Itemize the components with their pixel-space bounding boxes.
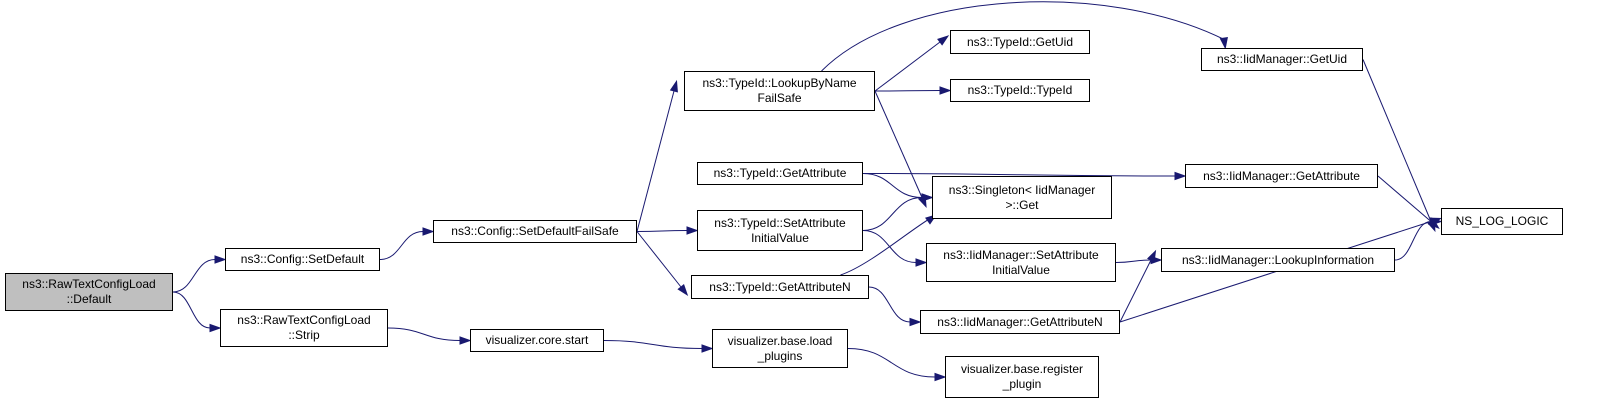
arrowhead-typeid_lookupbyname-to-typeid_typeid (939, 86, 952, 95)
node-typeid-setattributeinitialvalue[interactable]: ns3::TypeId::SetAttribute InitialValue (697, 210, 863, 251)
edge-typeid_lookupbyname-to-singleton_get (874, 90, 923, 198)
node-label-line: _plugins (757, 348, 803, 363)
node-label-line: ns3::TypeId::GetUid (966, 34, 1074, 49)
arrowhead-viz_base_load-to-viz_base_register (934, 372, 947, 382)
node-iidmanager-lookupinformation[interactable]: ns3::IidManager::LookupInformation (1161, 248, 1395, 272)
node-iidmanager-getuid[interactable]: ns3::IidManager::GetUid (1201, 48, 1363, 71)
node-label-line: ns3::RawTextConfigLoad (22, 277, 156, 291)
edge-config_setdefaultfailsafe-to-typeid_lookupbyname (636, 90, 675, 232)
node-label-line: ns3::TypeId::LookupByName (702, 76, 857, 90)
edge-typeid_getattribute-to-singleton_get (862, 173, 923, 198)
edge-iid_getattributen-to-iid_lookupinformation (1119, 259, 1152, 323)
node-label-line: ns3::IidManager::GetAttributeN (937, 314, 1103, 329)
edge-viz_base_load-to-viz_base_register (847, 348, 936, 378)
edge-config_setdefaultfailsafe-to-typeid_getattributen (636, 231, 682, 288)
arrowhead-root-to-rawtext_strip (209, 323, 222, 333)
node-label-line: ns3::Singleton< IidManager (948, 182, 1096, 197)
node-label-line: ::Default (66, 292, 112, 306)
node-label-line: visualizer.core.start (485, 333, 589, 347)
edge-viz_core_start-to-viz_base_load (603, 340, 703, 349)
node-label-line: visualizer.base.load (727, 333, 833, 348)
node-visualizer-base-loadplugins[interactable]: visualizer.base.load _plugins (712, 329, 848, 368)
edge-iid_setattribute-to-iid_lookupinformation (1115, 259, 1152, 263)
node-iidmanager-getattributen[interactable]: ns3::IidManager::GetAttributeN (920, 310, 1120, 334)
node-visualizer-base-registerplugin[interactable]: visualizer.base.register _plugin (945, 356, 1099, 398)
node-label-line: ns3::IidManager::GetAttribute (1203, 168, 1360, 183)
node-label-line: ns3::TypeId::TypeId (967, 83, 1073, 97)
node-label-line: ns3::Config::SetDefault (240, 252, 365, 266)
node-typeid-getuid[interactable]: ns3::TypeId::GetUid (950, 30, 1090, 54)
edge-typeid_lookupbyname-to-typeid_getuid (874, 41, 941, 92)
edge-typeid_getattribute-to-iid_getattribute (862, 173, 1176, 177)
node-label-line: ns3::RawTextConfigLoad (237, 313, 371, 327)
node-config-setdefaultfailsafe[interactable]: ns3::Config::SetDefaultFailSafe (433, 220, 637, 243)
arrowhead-root-to-config_setdefault (214, 255, 227, 264)
node-label-line: FailSafe (757, 91, 802, 105)
edge-typeid_lookupbyname-to-typeid_typeid (874, 90, 941, 92)
arrowhead-typeid_getattributen-to-iid_getattributen (909, 317, 922, 327)
node-typeid-getattribute[interactable]: ns3::TypeId::GetAttribute (697, 162, 863, 185)
node-rawtextconfigload-strip[interactable]: ns3::RawTextConfigLoad ::Strip (220, 309, 388, 347)
arrowhead-typeid_lookupbyname-to-iid_getuid (1219, 37, 1228, 50)
edge-iid_getattribute-to-ns_log_logic (1377, 175, 1432, 222)
arrowhead-config_setdefault-to-config_setdefaultfailsafe (422, 227, 435, 236)
edge-config_setdefault-to-config_setdefaultfailsafe (379, 231, 424, 260)
arrowhead-typeid_lookupbyname-to-typeid_getuid (937, 35, 950, 46)
arrowhead-rawtext_strip-to-viz_core_start (459, 336, 472, 345)
node-iidmanager-setattributeinitialvalue[interactable]: ns3::IidManager::SetAttribute InitialVal… (926, 243, 1116, 282)
edge-iid_getuid-to-ns_log_logic (1362, 59, 1432, 222)
arrowhead-iid_lookupinformation-to-ns_log_logic (1430, 217, 1443, 226)
node-label-line: _plugin (1002, 377, 1042, 391)
edge-typeid_getattributen-to-iid_getattributen (868, 286, 911, 323)
node-label-line: ns3::Config::SetDefaultFailSafe (451, 224, 619, 238)
node-label-line: visualizer.base.register (960, 362, 1084, 376)
arrowhead-viz_core_start-to-viz_base_load (701, 344, 714, 353)
edge-rawtext_strip-to-viz_core_start (387, 327, 461, 341)
arrowhead-typeid_setattribute-to-singleton_get (921, 193, 934, 202)
node-rawtextconfigload-default: ns3::RawTextConfigLoad ::Default (5, 273, 173, 311)
node-label-line: ns3::IidManager::SetAttribute (943, 247, 1099, 262)
arrowhead-config_setdefaultfailsafe-to-typeid_lookupbyname (669, 79, 678, 93)
edge-typeid_lookupbyname-to-iid_getuid (821, 1, 1226, 72)
edge-config_setdefaultfailsafe-to-typeid_setattribute (636, 230, 688, 232)
node-label-line: InitialValue (751, 230, 809, 245)
arrowhead-typeid_setattribute-to-iid_setattribute (915, 258, 928, 267)
node-config-setdefault[interactable]: ns3::Config::SetDefault (225, 248, 380, 271)
node-label-line: >::Get (1005, 197, 1039, 212)
node-label-line: ns3::TypeId::GetAttribute (713, 166, 847, 180)
node-iidmanager-getattribute[interactable]: ns3::IidManager::GetAttribute (1185, 164, 1378, 188)
edge-iid_lookupinformation-to-ns_log_logic (1394, 221, 1432, 261)
node-typeid-getattributen[interactable]: ns3::TypeId::GetAttributeN (691, 275, 869, 299)
node-label-line: InitialValue (992, 262, 1050, 277)
arrowhead-typeid_getattribute-to-iid_getattribute (1174, 171, 1187, 181)
node-singleton-iidmanager-get[interactable]: ns3::Singleton< IidManager >::Get (932, 176, 1112, 219)
edge-typeid_setattribute-to-singleton_get (862, 197, 923, 231)
node-label-line: ::Strip (288, 328, 320, 342)
arrowhead-config_setdefaultfailsafe-to-typeid_getattributen (677, 283, 689, 297)
arrowhead-config_setdefaultfailsafe-to-typeid_setattribute (686, 226, 699, 235)
node-visualizer-core-start[interactable]: visualizer.core.start (470, 329, 604, 352)
node-typeid-typeid[interactable]: ns3::TypeId::TypeId (950, 79, 1090, 102)
node-typeid-lookupbynamefailsafe[interactable]: ns3::TypeId::LookupByName FailSafe (684, 71, 875, 111)
edge-root-to-config_setdefault (172, 259, 216, 293)
node-label-line: ns3::IidManager::GetUid (1216, 52, 1348, 66)
edge-root-to-rawtext_strip (172, 291, 211, 329)
node-label-line: ns3::TypeId::SetAttribute (714, 215, 846, 230)
node-label-line: NS_LOG_LOGIC (1455, 214, 1549, 228)
node-ns-log-logic[interactable]: NS_LOG_LOGIC (1441, 208, 1563, 235)
node-label-line: ns3::TypeId::GetAttributeN (709, 279, 851, 294)
arrowhead-iid_getattributen-to-iid_lookupinformation (1147, 249, 1157, 263)
node-label-line: ns3::IidManager::LookupInformation (1181, 252, 1375, 267)
